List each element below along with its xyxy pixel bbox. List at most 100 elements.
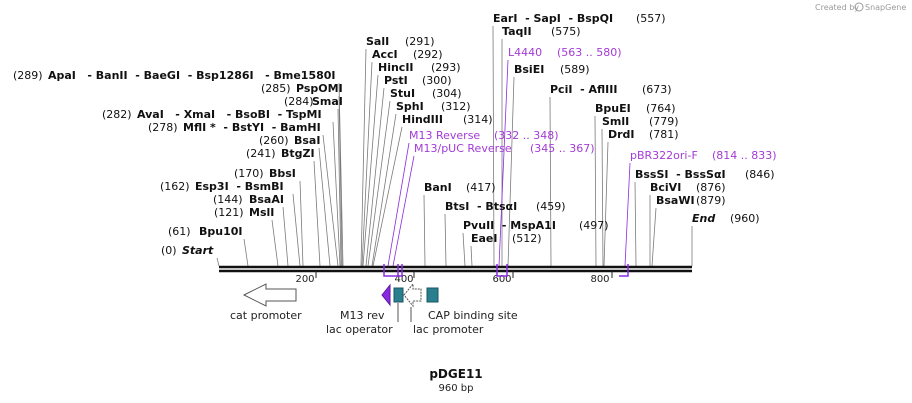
site-position: (0) <box>161 244 177 257</box>
enzyme-label-bbsi[interactable]: BbsI <box>269 167 296 180</box>
site-position: (278) <box>148 121 178 134</box>
enzyme-label-acci[interactable]: AccI <box>372 48 398 61</box>
leader-psti <box>365 87 385 267</box>
m13-puc-reverse-bracket <box>398 264 403 277</box>
cap-binding-site-box[interactable] <box>426 287 439 303</box>
enzyme-label-bani[interactable]: BanI <box>424 181 452 194</box>
created-by-text: Created by <box>815 3 859 12</box>
enzyme-label-pcii-afliii[interactable]: PciI - AflIII <box>550 83 617 96</box>
enzyme-label-sali[interactable]: SalI <box>366 35 389 48</box>
leader-smli <box>601 128 604 267</box>
enzyme-label-psti[interactable]: PstI <box>384 74 408 87</box>
site-position: (289) <box>13 69 43 82</box>
pbr322ori-f-bracket <box>619 264 629 277</box>
lac-promoter-arrow-icon[interactable] <box>403 282 422 308</box>
enzyme-label-bsssi-bsss-i[interactable]: BssSI - BssSαI <box>635 168 726 181</box>
enzyme-label-pspomi[interactable]: PspOMI <box>296 82 343 95</box>
lac-operator-box[interactable] <box>393 287 404 303</box>
enzyme-label-smai[interactable]: SmaI <box>312 95 343 108</box>
enzyme-label-bsiei[interactable]: BsiEI <box>514 63 544 76</box>
enzyme-label-taqii[interactable]: TaqII <box>502 25 532 38</box>
leader-stui <box>367 100 391 267</box>
leader-btsi-bts-i <box>444 213 447 267</box>
leader-sali <box>360 48 367 267</box>
enzyme-label-mfli-bstyi-bamhi[interactable]: MflI * - BstYI - BamHI <box>183 121 321 134</box>
site-position: (345 .. 367) <box>530 142 595 155</box>
primer-label-m13-reverse[interactable]: M13 Reverse <box>409 129 480 142</box>
site-position: (814 .. 833) <box>712 149 777 162</box>
site-position: (284) <box>284 95 314 108</box>
ruler-label-400: 400 <box>394 274 413 285</box>
enzyme-label-hincii[interactable]: HincII <box>378 61 414 74</box>
site-position: (241) <box>246 147 276 160</box>
leader-avai-xmai-bsobi-tspmi <box>332 121 341 267</box>
leader-pvuii-mspa1i <box>462 232 466 267</box>
enzyme-label-start[interactable]: Start <box>182 244 214 257</box>
site-labels: (289) ApaI - BanII - BaeGI - Bsp1286I - B… <box>13 12 777 257</box>
leader-bpuei <box>594 115 597 267</box>
enzyme-label-bpuei[interactable]: BpuEI <box>595 102 631 115</box>
leader-eaei <box>470 245 473 267</box>
leader-bsssi-bsss-i <box>634 181 637 267</box>
enzyme-label-bpu10i[interactable]: Bpu10I <box>199 225 243 238</box>
site-position: (314) <box>463 113 493 126</box>
site-position: (332 .. 348) <box>494 129 559 142</box>
leader-acci <box>361 61 373 267</box>
enzyme-label-btgzi[interactable]: BtgZI <box>281 147 315 160</box>
enzyme-label-btsi-bts-i[interactable]: BtsI - BtsαI <box>445 200 517 213</box>
site-position: (417) <box>466 181 496 194</box>
leader-bsiei <box>507 76 515 267</box>
site-position: (285) <box>261 82 291 95</box>
cat-promoter-arrow-icon[interactable] <box>242 283 297 307</box>
snapgene-wordmark: SnapGene <box>865 3 906 12</box>
primer-label-m13-puc-reverse[interactable]: M13/pUC Reverse <box>414 142 512 155</box>
primer-label-pbr322ori-f[interactable]: pBR322ori-F <box>630 149 698 162</box>
site-position: (292) <box>413 48 443 61</box>
enzyme-label-stui[interactable]: StuI <box>390 87 415 100</box>
enzyme-label-hindiii[interactable]: HindIII <box>402 113 443 126</box>
enzyme-label-eari-sapi-bspqi[interactable]: EarI - SapI - BspQI <box>493 12 613 25</box>
leader-eari-sapi-bspqi <box>492 25 495 267</box>
enzyme-label-bsai[interactable]: BsaI <box>294 134 320 147</box>
site-position: (170) <box>234 167 264 180</box>
site-position: (260) <box>259 134 289 147</box>
features: cat promoter M13 rev lac operator lac pr… <box>230 282 518 336</box>
enzyme-label-pvuii-mspa1i[interactable]: PvuII - MspA1I <box>463 219 556 232</box>
site-position: (61) <box>168 225 191 238</box>
leader-lines <box>216 25 693 267</box>
enzyme-label-sphi[interactable]: SphI <box>396 100 424 113</box>
leader-sphi <box>371 113 397 267</box>
enzyme-label-esp3i-bsmbi[interactable]: Esp3I - BsmBI <box>195 180 284 193</box>
enzyme-label-msli[interactable]: MslI <box>249 206 274 219</box>
ruler-label-800: 800 <box>590 274 609 285</box>
enzyme-label-bsawi[interactable]: BsaWI <box>656 194 695 207</box>
site-position: (459) <box>536 200 566 213</box>
snapgene-logo-icon <box>854 2 864 12</box>
primer-label-l4440[interactable]: L4440 <box>508 46 542 59</box>
site-position: (291) <box>405 35 435 48</box>
site-position: (879) <box>696 194 726 207</box>
m13-rev-arrow-icon[interactable] <box>381 283 391 307</box>
enzyme-label-bsaai[interactable]: BsaAI <box>249 193 284 206</box>
enzyme-label-apai-banii-baegi-bsp1286i-bme1580i[interactable]: ApaI - BanII - BaeGI - Bsp1286I - Bme158… <box>48 69 336 82</box>
primer-brackets <box>383 264 629 277</box>
snapgene-branding[interactable]: Created by SnapGene <box>815 2 906 12</box>
site-position: (557) <box>636 12 666 25</box>
l4440-bracket <box>496 264 508 277</box>
leader-start <box>216 257 220 267</box>
feature-label-lac-operator: lac operator <box>326 323 393 336</box>
site-position: (575) <box>551 25 581 38</box>
enzyme-label-smli[interactable]: SmlI <box>602 115 629 128</box>
feature-label-lac-promoter: lac promoter <box>413 323 484 336</box>
enzyme-label-bcivi[interactable]: BciVI <box>650 181 681 194</box>
sequence-name: pDGE11 <box>429 367 482 381</box>
enzyme-label-eaei[interactable]: EaeI <box>471 232 498 245</box>
leader-msli <box>271 219 279 267</box>
enzyme-label-drdi[interactable]: DrdI <box>608 128 635 141</box>
site-position: (589) <box>560 63 590 76</box>
leader-btgzi <box>313 160 321 267</box>
enzyme-label-avai-xmai-bsobi-tspmi[interactable]: AvaI - XmaI - BsoBI - TspMI <box>137 108 322 121</box>
site-position: (512) <box>512 232 542 245</box>
enzyme-label-end[interactable]: End <box>692 212 715 225</box>
site-position: (312) <box>441 100 471 113</box>
